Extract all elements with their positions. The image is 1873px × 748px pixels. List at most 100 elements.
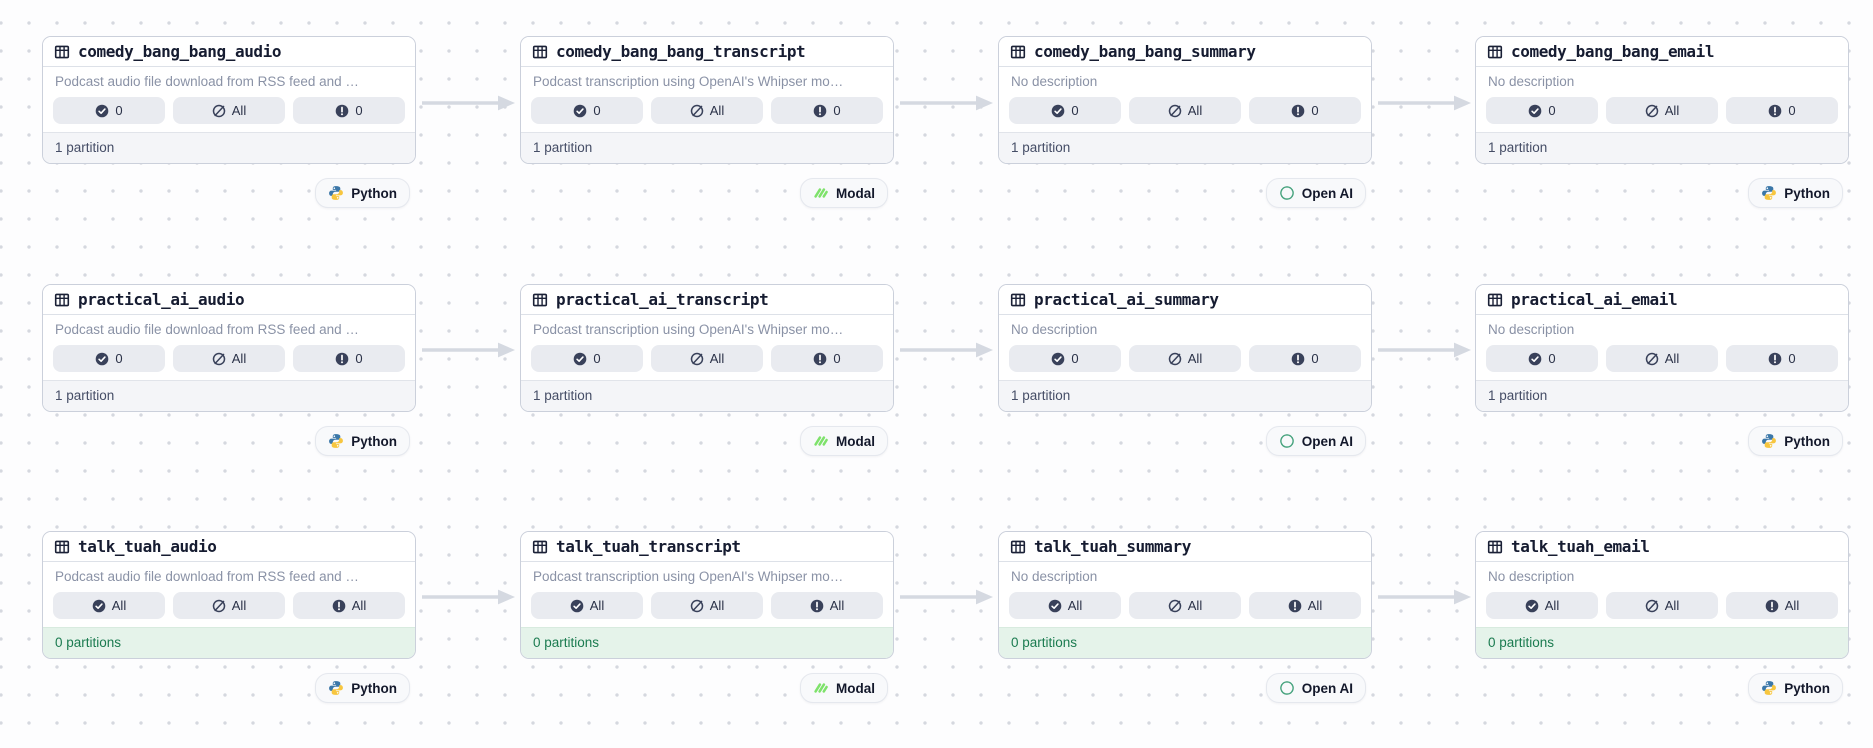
- asset-name: practical_ai_audio: [78, 290, 245, 309]
- materialized-count-badge[interactable]: 0: [1486, 345, 1598, 372]
- missing-count-badge[interactable]: All: [1129, 97, 1241, 124]
- materialized-count-badge[interactable]: All: [1486, 592, 1598, 619]
- asset-card[interactable]: comedy_bang_bang_transcript Podcast tran…: [520, 36, 894, 164]
- missing-count-badge[interactable]: All: [1606, 345, 1718, 372]
- partition-count-footer: 0 partitions: [1476, 627, 1848, 658]
- asset-card[interactable]: practical_ai_transcript Podcast transcri…: [520, 284, 894, 412]
- missing-count-badge[interactable]: All: [1606, 97, 1718, 124]
- partition-status-badges: 0 All 0: [1476, 337, 1848, 372]
- asset-card[interactable]: talk_tuah_summary No description All All…: [998, 531, 1372, 659]
- missing-count-badge[interactable]: All: [173, 345, 285, 372]
- failed-count-badge[interactable]: 0: [1249, 97, 1361, 124]
- asset-card[interactable]: practical_ai_summary No description 0 Al…: [998, 284, 1372, 412]
- asset-description: No description: [1011, 569, 1098, 584]
- asset-card[interactable]: talk_tuah_email No description All All A…: [1475, 531, 1849, 659]
- kind-tag-python[interactable]: Python: [315, 673, 410, 703]
- kind-tag-python[interactable]: Python: [315, 178, 410, 208]
- materialized-count-badge[interactable]: All: [1009, 592, 1121, 619]
- asset-card[interactable]: comedy_bang_bang_summary No description …: [998, 36, 1372, 164]
- failed-count-badge[interactable]: 0: [293, 345, 405, 372]
- materialized-count-badge[interactable]: All: [53, 592, 165, 619]
- failed-count-badge[interactable]: 0: [771, 97, 883, 124]
- failed-count-badge[interactable]: 0: [1726, 345, 1838, 372]
- partition-count-footer: 1 partition: [43, 380, 415, 411]
- kind-tag-modal[interactable]: Modal: [800, 673, 888, 703]
- failed-count-badge[interactable]: All: [771, 592, 883, 619]
- failed-count-badge[interactable]: 0: [771, 345, 883, 372]
- asset-description: Podcast transcription using OpenAI's Whi…: [533, 569, 844, 584]
- kind-tag-openai[interactable]: Open AI: [1265, 673, 1366, 703]
- asset-description: Podcast audio file download from RSS fee…: [55, 74, 359, 89]
- materialized-count-badge[interactable]: 0: [1009, 97, 1121, 124]
- failed-count-badge[interactable]: All: [293, 592, 405, 619]
- materialized-count-badge[interactable]: 0: [1486, 97, 1598, 124]
- missing-count-badge[interactable]: All: [1606, 592, 1718, 619]
- asset-card-header: comedy_bang_bang_summary: [999, 37, 1371, 67]
- asset-card[interactable]: talk_tuah_audio Podcast audio file downl…: [42, 531, 416, 659]
- table-icon: [54, 44, 70, 60]
- kind-tag-python[interactable]: Python: [1748, 673, 1843, 703]
- asset-card[interactable]: talk_tuah_transcript Podcast transcripti…: [520, 531, 894, 659]
- materialized-count-badge[interactable]: 0: [1009, 345, 1121, 372]
- missing-count-badge[interactable]: All: [651, 592, 763, 619]
- materialized-count-badge[interactable]: 0: [53, 97, 165, 124]
- missing-count-badge[interactable]: All: [651, 345, 763, 372]
- asset-card-header: talk_tuah_summary: [999, 532, 1371, 562]
- kind-tag-openai[interactable]: Open AI: [1265, 426, 1366, 456]
- kind-tag-openai[interactable]: Open AI: [1265, 178, 1366, 208]
- partition-count-footer: 0 partitions: [999, 627, 1371, 658]
- asset-description: Podcast audio file download from RSS fee…: [55, 569, 359, 584]
- badge-value: All: [231, 103, 247, 118]
- badge-value: 0: [355, 103, 363, 118]
- kind-tag-python[interactable]: Python: [315, 426, 410, 456]
- missing-count-badge[interactable]: All: [173, 592, 285, 619]
- alert-circle-icon: [1768, 352, 1782, 366]
- asset-card[interactable]: comedy_bang_bang_audio Podcast audio fil…: [42, 36, 416, 164]
- python-logo-icon: [1761, 680, 1777, 696]
- materialized-count-badge[interactable]: 0: [53, 345, 165, 372]
- materialized-count-badge[interactable]: 0: [531, 345, 643, 372]
- badge-value: 0: [1071, 103, 1079, 118]
- partition-count-footer: 1 partition: [999, 380, 1371, 411]
- badge-value: All: [709, 103, 725, 118]
- check-circle-icon: [95, 352, 109, 366]
- failed-count-badge[interactable]: All: [1249, 592, 1361, 619]
- table-icon: [1487, 292, 1503, 308]
- missing-count-badge[interactable]: All: [1129, 345, 1241, 372]
- badge-value: All: [1664, 351, 1680, 366]
- tag-row: Open AI: [998, 178, 1366, 208]
- failed-count-badge[interactable]: 0: [1726, 97, 1838, 124]
- asset-card[interactable]: practical_ai_email No description 0 All …: [1475, 284, 1849, 412]
- slash-circle-icon: [690, 599, 704, 613]
- badge-value: All: [1307, 598, 1323, 613]
- failed-count-badge[interactable]: 0: [1249, 345, 1361, 372]
- asset-card[interactable]: comedy_bang_bang_email No description 0 …: [1475, 36, 1849, 164]
- tag-row: Python: [42, 178, 410, 208]
- missing-count-badge[interactable]: All: [173, 97, 285, 124]
- kind-tag-python[interactable]: Python: [1748, 178, 1843, 208]
- table-icon: [1010, 44, 1026, 60]
- alert-circle-icon: [1288, 599, 1302, 613]
- asset-description: No description: [1011, 322, 1098, 337]
- badge-value: 0: [833, 351, 841, 366]
- edge-arrow: [422, 95, 515, 111]
- kind-tag-python[interactable]: Python: [1748, 426, 1843, 456]
- edge-arrow: [1378, 589, 1471, 605]
- kind-tag-modal[interactable]: Modal: [800, 178, 888, 208]
- badge-value: 0: [1071, 351, 1079, 366]
- asset-card-header: comedy_bang_bang_email: [1476, 37, 1848, 67]
- alert-circle-icon: [1291, 352, 1305, 366]
- missing-count-badge[interactable]: All: [651, 97, 763, 124]
- materialized-count-badge[interactable]: 0: [531, 97, 643, 124]
- failed-count-badge[interactable]: 0: [293, 97, 405, 124]
- badge-value: 0: [115, 351, 123, 366]
- table-icon: [1487, 539, 1503, 555]
- asset-card[interactable]: practical_ai_audio Podcast audio file do…: [42, 284, 416, 412]
- kind-tag-label: Python: [1784, 433, 1830, 449]
- partition-count-footer: 1 partition: [43, 132, 415, 163]
- kind-tag-modal[interactable]: Modal: [800, 426, 888, 456]
- missing-count-badge[interactable]: All: [1129, 592, 1241, 619]
- materialized-count-badge[interactable]: All: [531, 592, 643, 619]
- failed-count-badge[interactable]: All: [1726, 592, 1838, 619]
